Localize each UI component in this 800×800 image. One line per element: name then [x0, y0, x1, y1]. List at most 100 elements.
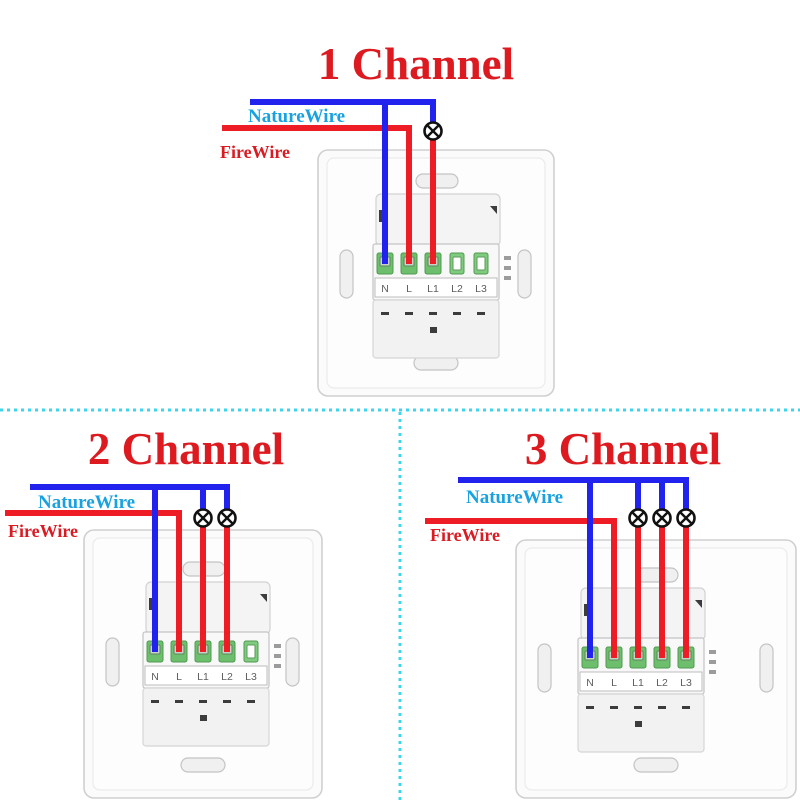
mounting-slot-right — [285, 637, 300, 687]
side-notch — [274, 654, 281, 658]
mounting-slot-bottom — [633, 757, 679, 773]
side-notch — [504, 276, 511, 280]
side-notch — [504, 256, 511, 260]
cover-mark — [379, 210, 382, 222]
base-slot-mark — [658, 706, 666, 709]
terminal-label: L3 — [680, 677, 692, 689]
base-slot-mark — [199, 700, 207, 703]
fire-wire — [222, 125, 412, 264]
lamp-cross — [631, 511, 645, 525]
nature-wire-label: NatureWire — [248, 106, 345, 127]
base-slot-mark — [405, 312, 413, 315]
nature-wire-label: NatureWire — [466, 487, 563, 508]
base-indicator — [200, 715, 207, 721]
side-notch — [504, 266, 511, 270]
side-notch — [709, 660, 716, 664]
panel-1-channel: N L L1 L2 L3 1 Channel NatureWire FireWire — [220, 39, 555, 397]
switch-module: N L L1 L2 L3 — [142, 581, 281, 747]
terminal-l3 — [473, 252, 489, 275]
mounting-slot-top — [415, 173, 459, 189]
cover-mark — [695, 600, 702, 608]
lamp-icon — [628, 508, 648, 528]
terminal-label: L2 — [451, 283, 463, 295]
lamp-cross — [679, 511, 693, 525]
terminal-label-strip — [144, 665, 268, 686]
base-slot-mark — [453, 312, 461, 315]
terminal-label: N — [586, 677, 594, 689]
fire-wire-label: FireWire — [8, 521, 78, 541]
cover-mark — [584, 604, 587, 616]
side-notch — [274, 644, 281, 648]
switch-module: N L L1 L2 L3 — [372, 193, 511, 359]
panel-2-channel: N L L1 L2 L3 2 Channel NatureWire FireWire — [5, 424, 323, 799]
base-slot-mark — [223, 700, 231, 703]
base-slot-mark — [634, 706, 642, 709]
base-slot-mark — [247, 700, 255, 703]
fire-wire — [425, 518, 617, 658]
side-notch — [709, 650, 716, 654]
cover-mark — [260, 594, 267, 602]
panel-title: 1 Channel — [318, 39, 514, 89]
terminal-l2 — [449, 252, 465, 275]
terminal-label-strip — [579, 671, 703, 692]
mounting-slot-left — [537, 643, 552, 693]
terminal-label: N — [381, 283, 389, 295]
cover-mark — [490, 206, 497, 214]
cover-mark — [149, 598, 152, 610]
switch-module: N L L1 L2 L3 — [577, 587, 716, 753]
base-slot-mark — [175, 700, 183, 703]
side-notch — [274, 664, 281, 668]
terminal-label: L2 — [221, 671, 233, 683]
base-slot-mark — [586, 706, 594, 709]
terminal-opening — [452, 256, 462, 271]
base-slot-mark — [429, 312, 437, 315]
base-indicator — [430, 327, 437, 333]
nature-wire-label: NatureWire — [38, 492, 135, 513]
fire-wire — [5, 510, 182, 652]
section-separators — [0, 408, 800, 800]
lamp-icon — [193, 508, 213, 528]
terminal-label: L3 — [245, 671, 257, 683]
lamp-cross — [196, 511, 210, 525]
lamp-icon — [423, 121, 443, 141]
terminal-label: L — [176, 671, 182, 683]
base-slot-mark — [151, 700, 159, 703]
terminal-label: L — [611, 677, 617, 689]
lamp-cross — [655, 511, 669, 525]
terminal-label: L — [406, 283, 412, 295]
base-slot-mark — [381, 312, 389, 315]
side-notch — [709, 670, 716, 674]
switch-plate-group: N L L1 L2 L3 — [317, 149, 555, 397]
switch-plate-group: N L L1 L2 L3 — [515, 539, 797, 799]
terminal-label: N — [151, 671, 159, 683]
mounting-slot-left — [339, 249, 354, 299]
base-slot-mark — [477, 312, 485, 315]
terminal-label-strip — [374, 277, 498, 298]
terminal-l3 — [243, 640, 259, 663]
terminal-label: L1 — [632, 677, 644, 689]
mounting-slot-left — [105, 637, 120, 687]
fire-wire-label: FireWire — [430, 525, 500, 545]
terminal-label: L3 — [475, 283, 487, 295]
mounting-slot-bottom — [180, 757, 226, 773]
switch-plate-group: N L L1 L2 L3 — [83, 529, 323, 799]
base-slot-mark — [682, 706, 690, 709]
module-cover — [375, 193, 501, 247]
module-cover — [145, 581, 271, 635]
terminal-label: L2 — [656, 677, 668, 689]
lamp-icon — [652, 508, 672, 528]
panel-title: 2 Channel — [88, 424, 284, 474]
terminal-label: L1 — [427, 283, 439, 295]
mounting-slot-top — [635, 567, 679, 583]
mounting-slot-right — [759, 643, 774, 693]
mounting-slot-right — [517, 249, 532, 299]
terminal-label: L1 — [197, 671, 209, 683]
lamp-cross — [426, 124, 440, 138]
terminal-opening — [246, 644, 256, 659]
base-slot-mark — [610, 706, 618, 709]
fire-wire-label: FireWire — [220, 142, 290, 162]
terminal-opening — [476, 256, 486, 271]
lamp-cross — [220, 511, 234, 525]
